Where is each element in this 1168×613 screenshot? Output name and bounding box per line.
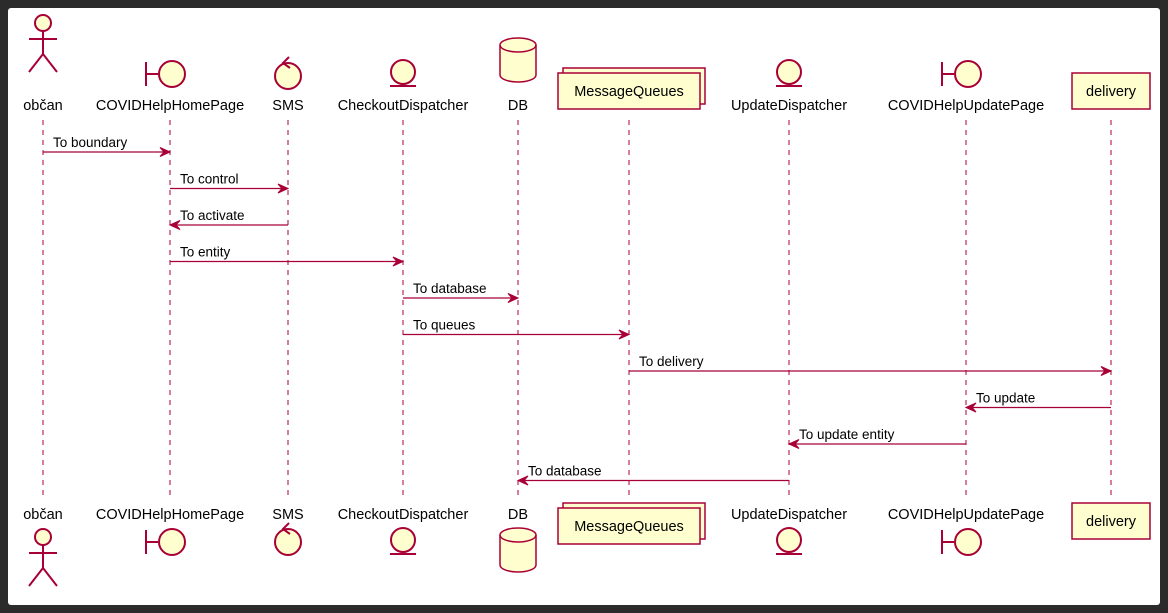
- participant-label-updpage-bottom: COVIDHelpUpdatePage: [888, 507, 1044, 523]
- database-icon: [499, 37, 537, 83]
- participant-sms-top: SMS: [272, 56, 304, 114]
- participant-label-db-top: DB: [508, 98, 528, 114]
- participant-home-top: COVIDHelpHomePage: [96, 60, 244, 114]
- participant-label-checkout-bottom: CheckoutDispatcher: [338, 507, 469, 523]
- participant-delivery-bottom: delivery: [1071, 502, 1151, 540]
- participant-updpage-top: COVIDHelpUpdatePage: [888, 60, 1044, 114]
- participant-db-top: DB: [499, 37, 537, 114]
- participant-label-checkout-top: CheckoutDispatcher: [338, 98, 469, 114]
- control-icon: [274, 56, 302, 90]
- participant-checkout-bottom: CheckoutDispatcher: [338, 507, 469, 555]
- participant-update-bottom: UpdateDispatcher: [731, 507, 847, 555]
- participant-label-mq-bottom: MessageQueues: [574, 519, 684, 535]
- message-2: To control: [170, 172, 290, 194]
- participant-label-sms-bottom: SMS: [272, 507, 303, 523]
- arrowhead-icon: [787, 439, 800, 449]
- participant-mq-top: MessageQueues: [557, 67, 706, 110]
- participant-label-update-top: UpdateDispatcher: [731, 98, 847, 114]
- boundary-icon: [145, 528, 186, 556]
- sequence-diagram: občanobčanCOVIDHelpHomePageCOVIDHelpHome…: [23, 14, 1151, 587]
- participant-obcan-bottom: občan: [23, 507, 63, 587]
- message-label: To update entity: [799, 427, 895, 442]
- participant-label-db-bottom: DB: [508, 507, 528, 523]
- message-4: To entity: [170, 245, 405, 267]
- participant-label-home-bottom: COVIDHelpHomePage: [96, 507, 244, 523]
- boundary-icon: [941, 528, 982, 556]
- participant-label-mq-top: MessageQueues: [574, 84, 684, 100]
- message-5: To database: [403, 281, 520, 303]
- participant-label-updpage-top: COVIDHelpUpdatePage: [888, 98, 1044, 114]
- participant-delivery-top: delivery: [1071, 72, 1151, 110]
- control-icon: [274, 522, 302, 556]
- entity-icon: [390, 527, 416, 555]
- actor-icon: [28, 14, 58, 73]
- message-10: To database: [516, 464, 789, 486]
- message-label: To database: [413, 281, 487, 296]
- participant-mq-bottom: MessageQueues: [557, 502, 706, 545]
- message-7: To delivery: [629, 354, 1113, 376]
- participant-label-obcan-top: občan: [23, 98, 63, 114]
- boundary-icon: [941, 60, 982, 88]
- message-1: To boundary: [43, 135, 172, 157]
- message-label: To activate: [180, 208, 245, 223]
- arrowhead-icon: [516, 475, 529, 486]
- arrowhead-icon: [392, 256, 405, 267]
- participant-home-bottom: COVIDHelpHomePage: [96, 507, 244, 556]
- entity-icon: [390, 59, 416, 87]
- message-label: To queues: [413, 318, 476, 333]
- message-label: To boundary: [53, 135, 128, 150]
- message-8: To update: [964, 391, 1111, 413]
- participant-obcan-top: občan: [23, 14, 63, 114]
- participant-label-sms-top: SMS: [272, 98, 303, 114]
- participant-label-delivery-top: delivery: [1086, 84, 1137, 100]
- message-label: To database: [528, 464, 602, 479]
- participant-checkout-top: CheckoutDispatcher: [338, 59, 469, 114]
- participant-label-obcan-bottom: občan: [23, 507, 63, 523]
- message-9: To update entity: [787, 427, 966, 449]
- arrowhead-icon: [964, 402, 977, 413]
- entity-icon: [776, 527, 802, 555]
- boundary-icon: [145, 60, 186, 88]
- entity-icon: [776, 59, 802, 87]
- arrowhead-icon: [159, 147, 172, 157]
- database-icon: [499, 527, 537, 573]
- arrowhead-icon: [168, 220, 181, 230]
- message-label: To update: [976, 391, 1035, 406]
- participant-label-update-bottom: UpdateDispatcher: [731, 507, 847, 523]
- participant-update-top: UpdateDispatcher: [731, 59, 847, 114]
- message-label: To entity: [180, 245, 231, 260]
- arrowhead-icon: [507, 293, 520, 303]
- arrowhead-icon: [618, 329, 631, 340]
- message-label: To delivery: [639, 354, 704, 369]
- message-6: To queues: [403, 318, 631, 340]
- participant-updpage-bottom: COVIDHelpUpdatePage: [888, 507, 1044, 556]
- participant-db-bottom: DB: [499, 507, 537, 573]
- participant-label-home-top: COVIDHelpHomePage: [96, 98, 244, 114]
- participant-sms-bottom: SMS: [272, 507, 304, 556]
- message-label: To control: [180, 172, 239, 187]
- arrowhead-icon: [1100, 366, 1113, 376]
- message-3: To activate: [168, 208, 288, 230]
- actor-icon: [28, 528, 58, 587]
- participant-label-delivery-bottom: delivery: [1086, 514, 1137, 530]
- arrowhead-icon: [277, 183, 290, 194]
